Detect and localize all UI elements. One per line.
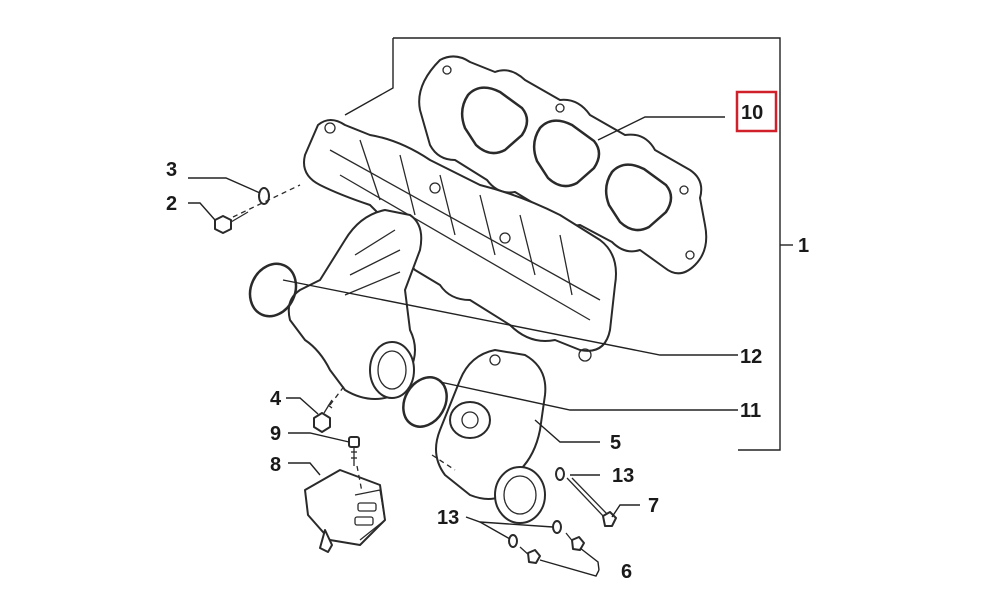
intake-manifold [287, 119, 617, 400]
o-ring-11 [402, 376, 448, 428]
callout-10: 10 [741, 102, 763, 124]
callout-9: 9 [270, 423, 281, 445]
o-ring-12 [248, 262, 298, 318]
bolt-6-right [565, 532, 585, 551]
manifold-gasket-plate [418, 55, 708, 275]
callout-8: 8 [270, 454, 281, 476]
callout-6: 6 [621, 561, 632, 583]
callout-4: 4 [270, 388, 282, 410]
callout-12: 12 [740, 346, 762, 368]
washer-13-low [508, 534, 518, 548]
callout-5: 5 [610, 432, 621, 454]
bolt-6-left [519, 546, 541, 564]
callout-13-bottom: 13 [437, 507, 459, 529]
callout-7: 7 [648, 495, 659, 517]
bolt-4 [313, 399, 333, 433]
map-sensor [304, 469, 386, 553]
assembly-bracket [344, 37, 793, 451]
screw-9 [348, 436, 360, 466]
washer-13-top [555, 467, 565, 481]
callout-1: 1 [798, 235, 809, 257]
callout-11: 11 [740, 400, 761, 422]
bolt-7 [566, 477, 617, 527]
highlight-box [735, 90, 778, 133]
callout-3: 3 [166, 159, 177, 181]
callout-13-top: 13 [612, 465, 634, 487]
bolt-2 [214, 211, 249, 234]
throttle-body [435, 349, 547, 524]
alignment-lines [232, 184, 456, 493]
callout-2: 2 [166, 193, 177, 215]
washer-3 [258, 187, 270, 205]
washer-13-mid [552, 520, 562, 534]
leader-lines [188, 116, 738, 577]
